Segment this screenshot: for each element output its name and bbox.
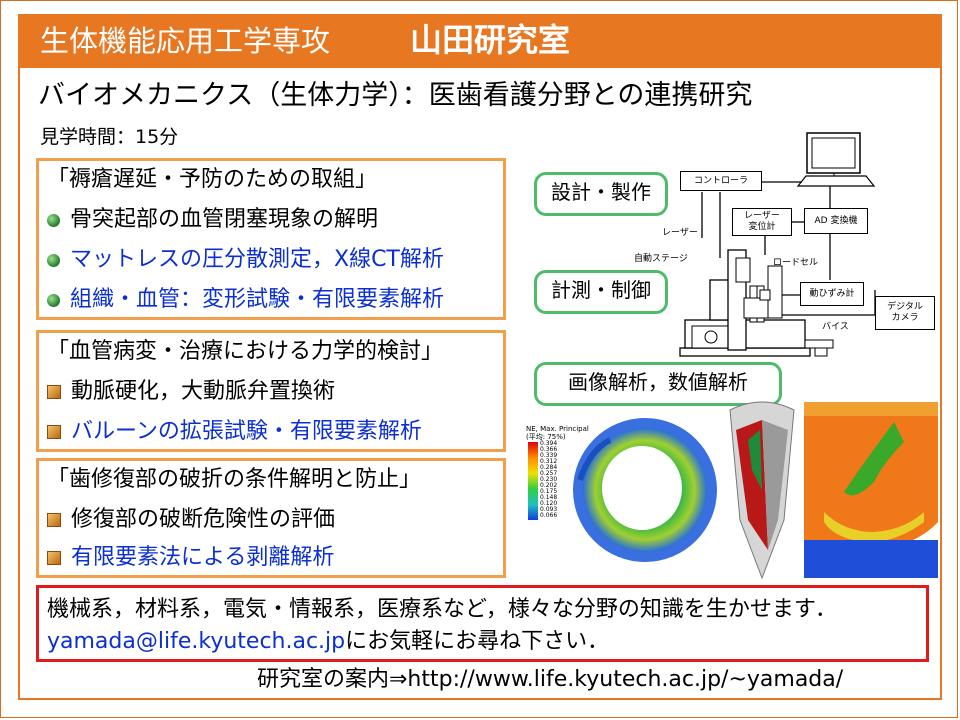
legend-value: 0.202 [540,482,558,489]
ad-converter-label: AD 変換機 [804,208,868,234]
legend-value: 0.120 [540,500,558,507]
topic-box-2: 「血管病変・治療における力学的検討」 動脈硬化，大動脈弁置換術 バルーンの拡張試… [36,330,506,452]
legend-title: NE, Max. Principal [526,425,589,433]
fem-colorbar [528,442,538,520]
legend-value: 0.284 [540,464,558,471]
load-cell-label: ロードセル [773,258,819,268]
department-title: 生体機能応用工学専攻 [40,24,331,58]
legend-value: 0.230 [540,476,558,483]
contact-text: yamada@life.kyutech.ac.jpにお気軽にお尋ね下さい． [47,628,609,656]
lab-guide-url[interactable]: 研究室の案内⇒http://www.life.kyutech.ac.jp/~ya… [257,667,844,692]
legend-value: 0.175 [540,488,558,495]
topic-box-3: 「歯修復部の破折の条件解明と防止」 修復部の破断危険性の評価 有限要素法による剥… [36,458,506,578]
analysis-callout: 画像解析，数値解析 [534,362,782,406]
auto-stage-label: 自動ステージ [634,254,688,264]
fem-tissue-image [804,402,938,578]
digital-camera-label: デジタル カメラ [875,296,935,330]
controller-label: コントローラ [680,171,762,191]
orange-bullet-icon [47,551,61,565]
contact-box: 機械系，材料系，電気・情報系，医療系など，様々な分野の知識を生かせます． yam… [36,585,929,662]
green-bullet-icon [47,293,60,307]
list-item-text: バルーンの拡張試験・有限要素解析 [71,419,422,444]
contact-rest: にお気軽にお尋ね下さい． [345,629,610,654]
email-link[interactable]: yamada@life.kyutech.ac.jp [47,629,346,654]
legend-value: 0.339 [540,452,558,459]
orange-bullet-icon [47,513,61,527]
fem-ring-svg [573,418,717,562]
list-item-text: マットレスの圧分散測定，X線CT解析 [70,247,444,272]
list-item: 修復部の破断危険性の評価 [47,505,335,535]
green-bullet-icon [47,253,60,267]
design-callout: 設計・製作 [534,172,668,216]
measure-callout: 計測・制御 [534,270,668,314]
orange-bullet-icon [47,425,61,439]
topic-heading: 「褥瘡遅延・予防のための取組」 [47,167,378,192]
legend-value: 0.148 [540,494,558,501]
legend-value: 0.394 [540,440,558,447]
fem-tooth-image [722,400,802,580]
legend-value: 0.312 [540,458,558,465]
list-item: 有限要素法による剥離解析 [47,543,334,573]
list-item-text: 修復部の破断危険性の評価 [71,507,336,532]
vise-label: バイス [822,322,849,332]
apparatus-diagram-svg [679,132,876,357]
orange-bullet-icon [47,385,61,399]
legend-value: 0.366 [540,446,558,453]
laser-meter-label: レーザー 変位計 [732,208,792,236]
list-item: バルーンの拡張試験・有限要素解析 [47,417,422,447]
apparatus-diagram: コントローラ レーザー 変位計 AD 変換機 レーザー 自動ステージ ロードセル… [600,130,940,365]
green-bullet-icon [47,213,60,227]
fields-text: 機械系，材料系，電気・情報系，医療系など，様々な分野の知識を生かせます． [47,597,838,622]
list-item: 組織・血管：変形試験・有限要素解析 [47,285,444,315]
fem-tissue-svg [804,402,938,578]
header-bar: 生体機能応用工学専攻 山田研究室 [18,14,942,68]
legend-value: 0.093 [540,506,558,513]
legend-value: 0.066 [540,512,558,519]
topic-heading: 「血管病変・治療における力学的検討」 [47,339,444,364]
legend-subtitle: (平均: 75%) [526,433,566,441]
fem-tooth-svg [729,401,795,580]
strain-meter-label: 動ひずみ計 [800,282,864,306]
list-item-text: 組織・血管：変形試験・有限要素解析 [70,287,445,312]
list-item: マットレスの圧分散測定，X線CT解析 [47,245,444,275]
page-subtitle: バイオメカニクス（生体力学）：医歯看護分野との連携研究 [38,80,753,111]
legend-value: 0.257 [540,470,558,477]
visit-time: 見学時間：15分 [40,126,179,148]
list-item-text: 有限要素法による剥離解析 [71,545,335,570]
list-item: 骨突起部の血管閉塞現象の解明 [47,205,378,235]
topic-box-1: 「褥瘡遅延・予防のための取組」 骨突起部の血管閉塞現象の解明 マットレスの圧分散… [36,158,506,320]
list-item-text: 骨突起部の血管閉塞現象の解明 [70,207,379,232]
lab-title: 山田研究室 [410,21,571,59]
topic-heading: 「歯修復部の破折の条件解明と防止」 [47,467,422,492]
list-item: 動脈硬化，大動脈弁置換術 [47,377,335,407]
laser-label: レーザー [662,228,698,238]
list-item-text: 動脈硬化，大動脈弁置換術 [71,379,336,404]
